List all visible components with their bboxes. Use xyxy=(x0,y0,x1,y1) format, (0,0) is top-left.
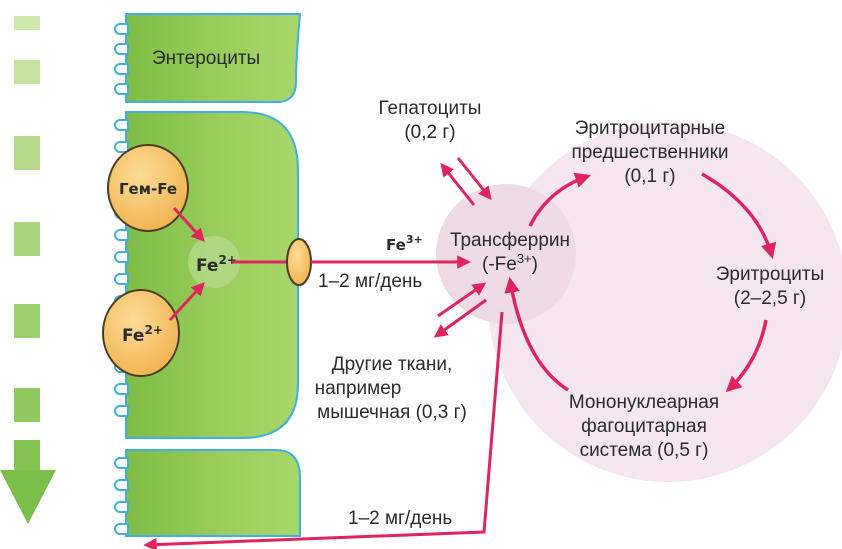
transferrin-label: Трансферрин xyxy=(450,230,570,251)
mps-amount: система (0,5 г) xyxy=(580,440,709,461)
enterocyte-bottom xyxy=(125,449,301,537)
arrow-to-other-tissues xyxy=(433,298,487,338)
fe2-dietary-oval xyxy=(102,289,180,377)
arrow-to-hepatocytes-in xyxy=(456,157,492,201)
transferrin-zone xyxy=(436,184,576,324)
fe2-intracellular-halo xyxy=(188,236,240,288)
erythrocytes-label: Эритроциты xyxy=(716,264,825,285)
fe2-dietary-label: Fe2+ xyxy=(122,323,163,346)
enterocytes-label: Энтероциты xyxy=(152,48,260,69)
loss-rate-label: 1–2 мг/день xyxy=(348,508,452,529)
erythroid-precursors-line2: предшественники xyxy=(571,142,728,163)
hepatocytes-label: Гепатоциты xyxy=(379,98,482,119)
arrow-mps-to-transferrin xyxy=(504,276,569,392)
mps-line1: Мононуклеарная xyxy=(569,392,719,413)
erythrocytes-amount: (2–2,5 г) xyxy=(734,288,806,309)
erythroid-precursors-line1: Эритроцитарные xyxy=(575,118,726,139)
arrow-heme-to-fe2 xyxy=(172,206,205,243)
mps-line2: фагоцитарная xyxy=(581,416,707,437)
enterocyte-top xyxy=(125,13,302,103)
ferroportin-transporter xyxy=(286,238,312,286)
arrow-from-hepatocytes-out xyxy=(440,162,476,206)
erythroid-precursors-amount: (0,1 г) xyxy=(624,166,675,187)
arrow-precursors-to-erythrocytes xyxy=(701,172,777,260)
other-tissues-line3: мышечная (0,3 г) xyxy=(317,402,467,423)
hepatocytes-amount: (0,2 г) xyxy=(404,122,455,143)
heme-fe-label: Гем-Fe xyxy=(119,180,177,198)
arrow-iron-loss xyxy=(143,311,504,549)
other-tissues-line1: Другие ткани, xyxy=(332,354,453,375)
gut-lumen-arrow xyxy=(0,16,56,524)
heme-fe-oval xyxy=(107,144,189,232)
other-tissues-line2: например xyxy=(315,378,402,399)
arrow-erythrocytes-to-mps xyxy=(725,319,768,393)
uptake-rate-label: 1–2 мг/день xyxy=(318,271,422,292)
arrow-transferrin-to-precursors xyxy=(528,172,591,227)
arrow-fe2-to-pool xyxy=(168,282,205,322)
transferrin-fe-label: (-Fe3+) xyxy=(482,251,538,275)
erythroid-cycle-zone xyxy=(488,122,842,482)
fe3-label: Fe3+ xyxy=(386,233,423,254)
arrow-from-other-tissues xyxy=(437,282,487,318)
